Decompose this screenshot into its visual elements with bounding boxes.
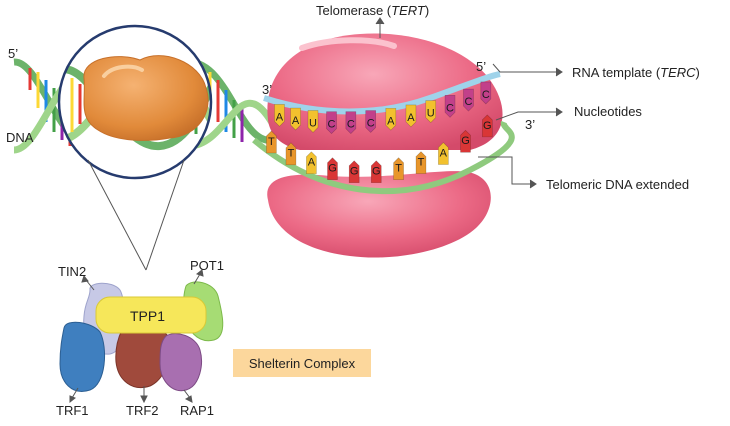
rna-base-label-7: A — [407, 112, 415, 124]
dna-base-7 — [415, 151, 427, 174]
trf1-protein — [59, 321, 106, 392]
dna-3prime-label: 3’ — [525, 117, 536, 132]
trf1-label: TRF1 — [56, 403, 89, 418]
telomerase-label-text: Telomerase ( — [316, 3, 392, 18]
shelterin-complex-label: Shelterin Complex — [233, 349, 371, 377]
dna-5prime-label: 5’ — [8, 46, 19, 61]
dna-label: DNA — [6, 130, 34, 145]
chromatin-protein — [83, 55, 209, 141]
rna-base-11 — [480, 81, 492, 105]
rna-base-label-9: C — [446, 102, 454, 114]
zoom-circle-outline — [57, 24, 213, 180]
trf2-label: TRF2 — [126, 403, 159, 418]
pot1-label: POT1 — [190, 258, 224, 273]
dna-base-2 — [306, 151, 317, 175]
dna-base-label-8: A — [440, 147, 448, 159]
telomerase-upper-lobe — [267, 33, 503, 150]
telomerase-gene: TERT — [391, 3, 425, 18]
dna-base-label-0: T — [268, 136, 275, 148]
rna-pointer — [492, 63, 560, 73]
dna-base-label-5: G — [372, 166, 381, 178]
dna-base-label-6: T — [395, 163, 402, 175]
dna-base-label-9: G — [461, 135, 470, 147]
dna-base-5 — [370, 160, 382, 184]
rna-base-3 — [326, 111, 337, 135]
rna-base-label-2: U — [309, 118, 317, 130]
rna-base-label-0: A — [276, 111, 284, 123]
dna-base-0 — [266, 130, 277, 154]
telomeric-dna-extended-label: Telomeric DNA extended — [546, 177, 690, 192]
dna-base-label-1: T — [288, 148, 295, 160]
rna-base-label-4: C — [347, 119, 355, 131]
rna-base-label-11: C — [482, 89, 490, 101]
rna-base-5 — [365, 110, 377, 133]
rna-5prime-label: 5’ — [476, 59, 487, 74]
rap1-protein — [159, 333, 202, 392]
rna-base-6 — [385, 107, 397, 131]
dna-extended-pointer — [478, 156, 534, 185]
rna-base-9 — [444, 94, 456, 118]
zoom-lines — [87, 159, 185, 271]
rna-base-label-8: U — [427, 108, 435, 120]
pointer-lines — [375, 17, 563, 189]
dna-base-1 — [285, 142, 297, 166]
tin2-label: TIN2 — [58, 264, 87, 279]
rna-base-1 — [290, 107, 301, 131]
dna-base-label-4: G — [350, 166, 359, 178]
telomeric-dna-strand — [252, 120, 515, 195]
shelterin-complex — [59, 281, 224, 392]
rna-template-gene: TERC — [660, 65, 696, 80]
rna-template-label: RNA template (TERC) — [572, 66, 700, 79]
rna-base-label-3: C — [328, 119, 336, 131]
zoom-circle — [57, 24, 213, 180]
rna-base-4 — [345, 111, 357, 135]
telomerase-enzyme — [267, 33, 503, 258]
nucleotides-label: Nucleotides — [574, 104, 642, 119]
dna-base-9 — [460, 129, 471, 153]
tpp1-protein — [95, 296, 207, 334]
rna-template-strand — [263, 71, 501, 115]
telomerase-label-close: ) — [424, 3, 430, 18]
rna-base-2 — [307, 110, 319, 133]
rna-base-label-1: A — [292, 115, 300, 127]
dna-base-10 — [481, 114, 493, 138]
dna-base-4 — [348, 160, 360, 184]
rna-base-7 — [405, 104, 417, 128]
rap1-label: RAP1 — [180, 403, 214, 418]
dna-base-6 — [393, 157, 404, 181]
telomerase-label: Telomerase (TERT) — [316, 4, 429, 17]
rna-base-label-6: A — [387, 115, 395, 127]
rna-3prime-label: 3’ — [262, 82, 273, 97]
dna-base-label-2: A — [308, 157, 316, 169]
shelterin-pointers — [69, 269, 204, 404]
tpp1-label: TPP1 — [130, 308, 166, 324]
dna-base-label-3: G — [328, 163, 337, 175]
telomerase-lower-lobe — [267, 171, 491, 258]
dna-base-label-10: G — [483, 120, 492, 132]
rna-template-text: RNA template ( — [572, 65, 661, 80]
dna-base-8 — [438, 142, 449, 165]
rna-base-label-10: C — [464, 96, 472, 108]
dna-base-label-7: T — [418, 157, 425, 169]
rna-base-8 — [425, 100, 437, 124]
nucleotides-pointer — [495, 111, 560, 121]
rna-base-0 — [274, 104, 285, 127]
dna-base-3 — [327, 157, 338, 181]
rna-base-label-5: C — [367, 118, 375, 130]
rna-base-10 — [463, 88, 474, 112]
rna-template-close: ) — [695, 65, 700, 80]
